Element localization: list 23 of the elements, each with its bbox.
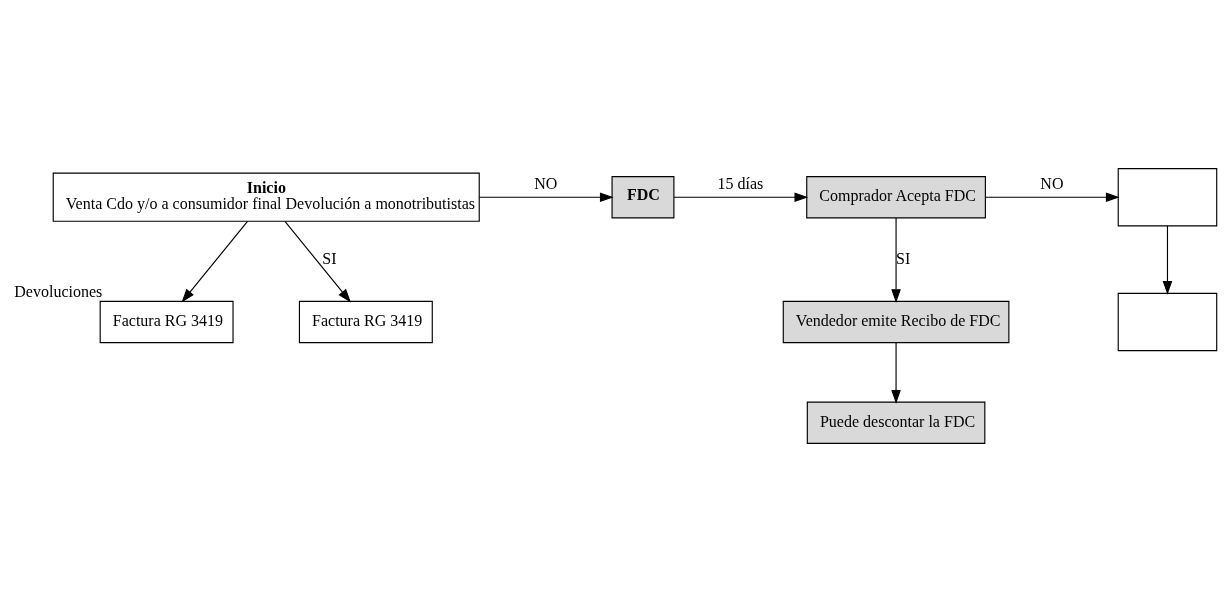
node-box (1117, 168, 1218, 227)
node-label: Devoluciones (14, 283, 103, 301)
edge-label: NO (1040, 175, 1064, 193)
node-box: Factura RG 3419 (99, 300, 234, 344)
node-box: Puede descontar la FDC (806, 401, 986, 444)
arrow (673, 192, 809, 203)
node-box: Inicio Venta Cdo y/o a consumidor final Devolución a monotributistas (52, 172, 480, 222)
arrow (478, 192, 614, 203)
arrow (181, 220, 249, 303)
arrow (891, 342, 901, 404)
node-box: Comprador Acepta FDC (806, 176, 986, 219)
edge-label: 15 días (717, 175, 764, 193)
arrow (891, 217, 901, 303)
node-box (1117, 292, 1218, 352)
node-box: Factura RG 3419 (298, 300, 433, 344)
node-box: FDC (611, 176, 675, 219)
arrow (1162, 225, 1173, 295)
arrow (284, 220, 351, 303)
edge-label: SI (322, 249, 337, 267)
edge-label: SI (896, 249, 911, 267)
edge-label: NO (534, 175, 558, 193)
node-box: Vendedor emite Recibo de FDC (782, 300, 1010, 344)
arrow (985, 192, 1120, 203)
